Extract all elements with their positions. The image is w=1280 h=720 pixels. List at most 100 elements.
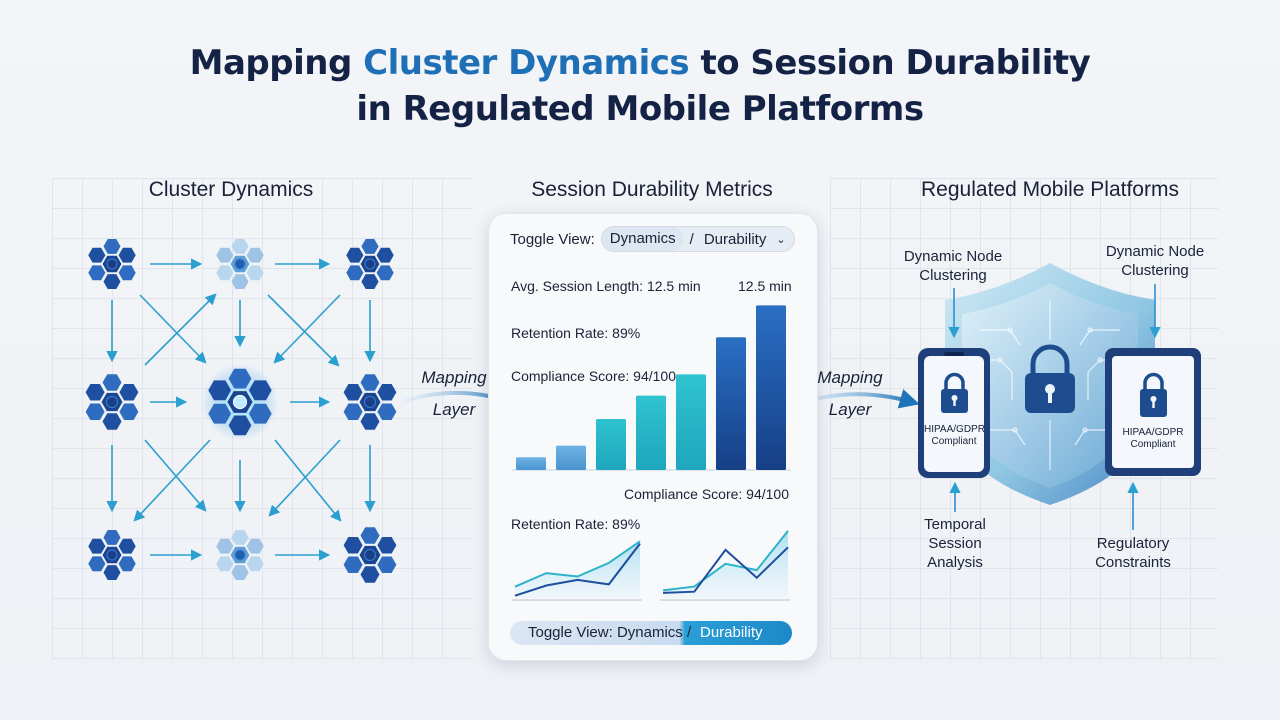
arrow-icon: [274, 439, 342, 522]
toggle-view-top[interactable]: Toggle View: Dynamics / Durability ⌄: [510, 226, 795, 252]
hexagon-node: [346, 265, 364, 281]
section-title-cluster-dynamics: Cluster Dynamics: [148, 178, 314, 201]
metric-compliance: Compliance Score: 94/100: [511, 368, 676, 384]
title-highlight: Cluster Dynamics: [363, 43, 690, 83]
hexagon-node: [231, 530, 249, 545]
toggle-view-label: Toggle View:: [510, 230, 595, 248]
hexagon-node: [102, 374, 122, 391]
phone-compliance-label: HIPAA/GDPR Compliant: [924, 424, 985, 448]
hexagon-node: [360, 374, 380, 391]
hexagon-node: [231, 239, 249, 254]
arrow-icon: [139, 294, 207, 364]
annotation-line: Regulatory: [1096, 535, 1170, 552]
compliance-line: HIPAA/GDPR: [1122, 427, 1184, 438]
chevron-down-icon[interactable]: ⌄: [776, 233, 786, 246]
arrow-icon: [268, 439, 341, 517]
tablet-compliance-label: HIPAA/GDPR Compliant: [1112, 427, 1194, 451]
arrow-icon: [273, 294, 341, 364]
annotation-line: Dynamic Node: [1105, 243, 1205, 260]
hexagon-node: [377, 537, 397, 554]
toggle-pill[interactable]: Dynamics / Durability ⌄: [600, 226, 795, 252]
hexagon-node: [103, 239, 121, 254]
mapping-right-line2: Layer: [828, 400, 872, 419]
tablet-icon: [1105, 348, 1201, 476]
annotation-dynamic-node-left: Dynamic Node Clustering: [888, 247, 1018, 285]
annotation-dynamic-node-right: Dynamic Node Clustering: [1090, 242, 1220, 280]
mapping-layer-right: Mapping Layer: [804, 362, 896, 426]
lock-icon: [1140, 372, 1167, 417]
toggle-bottom-durability[interactable]: Durability: [700, 624, 763, 641]
hexagon-node: [85, 403, 105, 420]
toggle-option-durability[interactable]: Durability: [703, 230, 767, 248]
section-title-session-durability: Session Durability Metrics: [531, 178, 773, 201]
mapping-left-line2: Layer: [432, 400, 476, 419]
hexagon-node: [246, 538, 264, 554]
mapping-right-line1: Mapping: [817, 368, 883, 387]
compliance-line: Compliant: [1130, 439, 1176, 450]
annotation-line: Temporal: [924, 516, 986, 533]
hexagon-node: [360, 413, 380, 430]
hexagon-node: [376, 247, 394, 263]
toggle-bottom-dynamics[interactable]: Toggle View: Dynamics /: [528, 624, 692, 641]
cluster-center: [106, 258, 118, 270]
hexagon-node: [216, 265, 234, 281]
hexagon-node: [246, 247, 264, 263]
hexagon-node: [231, 274, 249, 289]
hexagon-node: [228, 368, 252, 389]
hexagon-cluster-icon: [85, 374, 139, 430]
title-part2: to Session Durability: [689, 43, 1091, 83]
hexagon-node: [216, 247, 234, 263]
annotation-line: Constraints: [1095, 554, 1171, 571]
cluster-center: [234, 549, 246, 561]
hexagon-node: [118, 247, 136, 263]
title-line2: in Regulated Mobile Platforms: [356, 89, 924, 129]
arrow-icon: [133, 439, 211, 522]
annotation-line: Analysis: [927, 554, 983, 571]
phone-icon: [918, 348, 990, 478]
hexagon-node: [361, 239, 379, 254]
hexagon-node: [208, 380, 232, 401]
hexagon-node: [118, 538, 136, 554]
hexagon-node: [231, 565, 249, 580]
lock-icon: [1025, 344, 1075, 413]
annotation-line: Session: [928, 535, 982, 552]
annotation-line: Clustering: [1121, 262, 1189, 279]
cluster-center: [364, 258, 376, 270]
page-title: Mapping Cluster Dynamics to Session Dura…: [0, 40, 1280, 132]
hexagon-node: [343, 384, 363, 401]
hexagon-node: [376, 265, 394, 281]
compliance-line: Compliant: [931, 436, 977, 447]
network-arrows: [106, 258, 376, 561]
hexagon-node: [118, 556, 136, 572]
toggle-view-bottom[interactable]: Toggle View: Dynamics / Durability: [510, 621, 792, 645]
hexagon-node: [118, 265, 136, 281]
metric-avg-session: Avg. Session Length: 12.5 min: [511, 278, 701, 294]
hexagon-node: [103, 530, 121, 545]
metric-retention: Retention Rate: 89%: [511, 325, 641, 341]
arrow-icon: [144, 439, 207, 512]
hexagon-cluster-icon: [201, 363, 279, 441]
metric-avg-value: 12.5 min: [738, 278, 792, 294]
cluster-center: [232, 394, 248, 410]
hexagon-node: [208, 403, 232, 424]
hexagon-node: [102, 413, 122, 430]
hexagon-node: [103, 565, 121, 580]
lock-icon: [941, 372, 968, 413]
toggle-option-dynamics[interactable]: Dynamics: [601, 227, 684, 251]
hexagon-node: [103, 274, 121, 289]
hexagon-node: [360, 566, 380, 583]
mapping-layer-left: Mapping Layer: [408, 362, 500, 426]
hexagon-cluster-icon: [343, 374, 397, 430]
cluster-center: [234, 258, 246, 270]
shield-icon: [945, 263, 1155, 505]
mapping-left-line1: Mapping: [421, 368, 487, 387]
hexagon-node: [377, 403, 397, 420]
hexagon-node: [246, 265, 264, 281]
cluster-center: [364, 396, 376, 408]
metric-retention-lower: Retention Rate: 89%: [511, 516, 641, 532]
hexagon-node: [343, 403, 363, 420]
hexagon-node: [346, 247, 364, 263]
hexagon-node: [377, 384, 397, 401]
hexagon-node: [377, 556, 397, 573]
hexagon-node: [88, 247, 106, 263]
